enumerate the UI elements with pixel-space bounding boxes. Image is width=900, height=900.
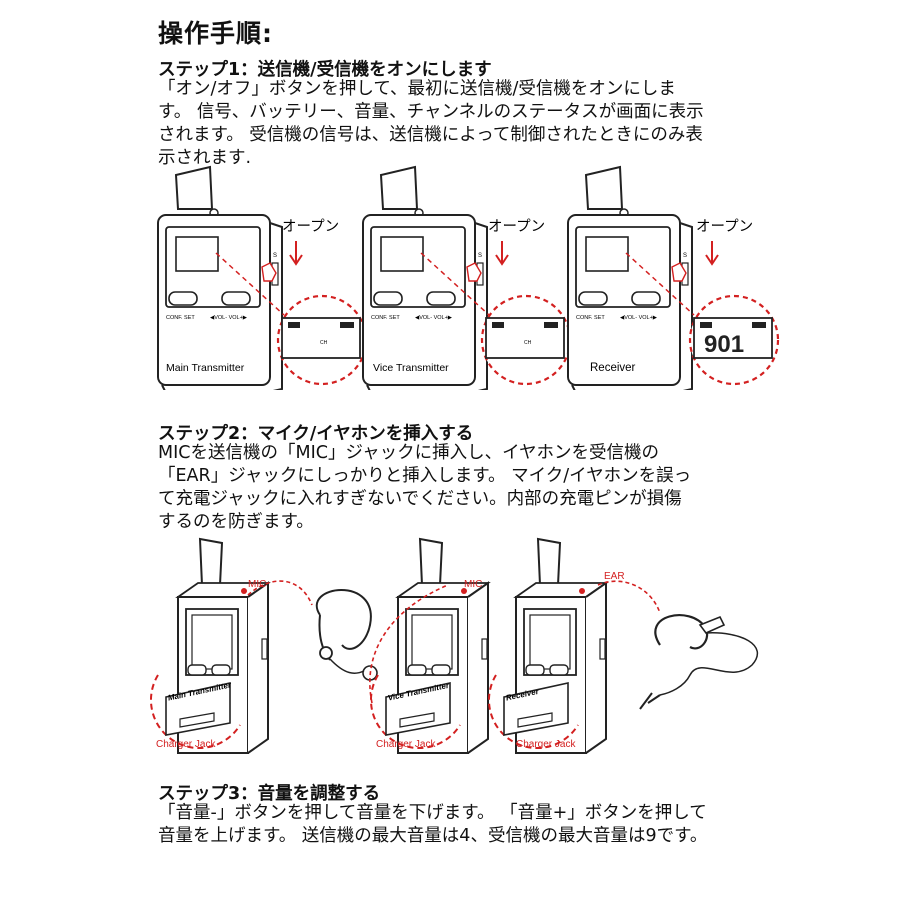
ear-jack-label: EAR	[604, 571, 625, 582]
power-hint-3: オープン	[696, 218, 753, 266]
device-main-transmitter: CONF. SET ◀VOL- VOL+▶ Main Transmitter	[157, 166, 285, 390]
step3-line: 「音量-」ボタンを押して音量を下げます。 「音量+」ボタンを押して	[158, 803, 707, 823]
step2-line: 「EAR」ジャックにしっかりと挿入します。 マイク/イヤホンを誤っ	[158, 466, 692, 486]
mic-jack-label: MIC	[464, 579, 482, 590]
screen-zoom-3: 901	[688, 294, 780, 386]
power-hint-1: オープン	[282, 218, 339, 266]
step1-line: されます。 受信機の信号は、送信機によって制御されたときにのみ表	[158, 125, 703, 145]
open-label: オープン	[488, 218, 545, 235]
step1-heading: ステップ1：送信機/受信機をオンにします	[158, 60, 492, 80]
charger-jack-label: Charger Jack	[516, 739, 576, 750]
arrow-down-icon	[495, 241, 509, 266]
device-button-label: ◀VOL- VOL+▶	[210, 315, 248, 321]
screen-zoom-1: CH	[276, 294, 368, 386]
power-on-figure: S CONF. SET ◀VOL- VOL+▶ Main Transmitter…	[157, 166, 780, 390]
zoom-screen-text: CH	[320, 340, 328, 346]
screen-zoom-2: CH	[480, 294, 572, 386]
step1-text: 「オン/オフ」ボタンを押して、最初に送信機/受信機をオンにしま す。 信号、バッ…	[158, 78, 704, 170]
step3-heading: ステップ3：音量を調整する	[158, 784, 381, 804]
charger-jack-label: Charger Jack	[156, 739, 216, 750]
arrow-down-icon	[289, 241, 303, 266]
arrow-down-icon	[705, 241, 719, 266]
step2-line: て充電ジャックに入れすぎないでください。内部の充電ピンが損傷	[158, 489, 682, 509]
earphone	[639, 614, 759, 710]
step2-heading: ステップ2：マイク/イヤホンを挿入する	[158, 424, 474, 444]
headset-mic	[316, 589, 378, 681]
step2-line: MICを送信機の「MIC」ジャックに挿入し、イヤホンを受信機の	[158, 443, 660, 463]
step1-line: 「オン/オフ」ボタンを押して、最初に送信機/受信機をオンにしま	[158, 79, 676, 99]
step2-text: MICを送信機の「MIC」ジャックに挿入し、イヤホンを受信機の 「EAR」ジャッ…	[158, 442, 691, 534]
step1-line: す。 信号、バッテリー、音量、チャンネルのステータスが画面に表示	[158, 102, 704, 122]
page-title: 操作手順:	[158, 19, 273, 48]
device-button-label: CONF. SET	[166, 315, 195, 321]
device-receiver: CONF. SET ◀VOL- VOL+▶ Receiver	[567, 166, 695, 390]
mic-jack-label: MIC	[248, 579, 266, 590]
device-button-label: ◀VOL- VOL+▶	[620, 315, 658, 321]
step1-line: 示されます.	[158, 148, 252, 168]
step2-line: するのを防ぎます。	[158, 512, 314, 532]
zoom-channel-digits: 901	[704, 331, 744, 358]
device-name: Vice Transmitter	[373, 362, 449, 374]
open-label: オープン	[282, 218, 339, 235]
device-vice-transmitter: CONF. SET ◀VOL- VOL+▶ Vice Transmitter	[362, 166, 490, 390]
power-hint-2: オープン	[488, 218, 545, 266]
open-label: オープン	[696, 218, 753, 235]
charger-jack-label: Charger Jack	[376, 739, 436, 750]
step3-line: 音量を上げます。 送信機の最大音量は4、受信機の最大音量は9です。	[158, 826, 708, 846]
device-button-label: CONF. SET	[576, 315, 605, 321]
device-name: Receiver	[590, 362, 636, 374]
device-button-label: CONF. SET	[371, 315, 400, 321]
device-button-label: ◀VOL- VOL+▶	[415, 315, 453, 321]
jack-insert-figure: Main Transmitter Charger Jack MIC Vice T…	[149, 538, 759, 754]
device-name: Main Transmitter	[166, 362, 245, 374]
step3-text: 「音量-」ボタンを押して音量を下げます。 「音量+」ボタンを押して 音量を上げま…	[158, 802, 707, 848]
zoom-screen-text: CH	[524, 340, 532, 346]
